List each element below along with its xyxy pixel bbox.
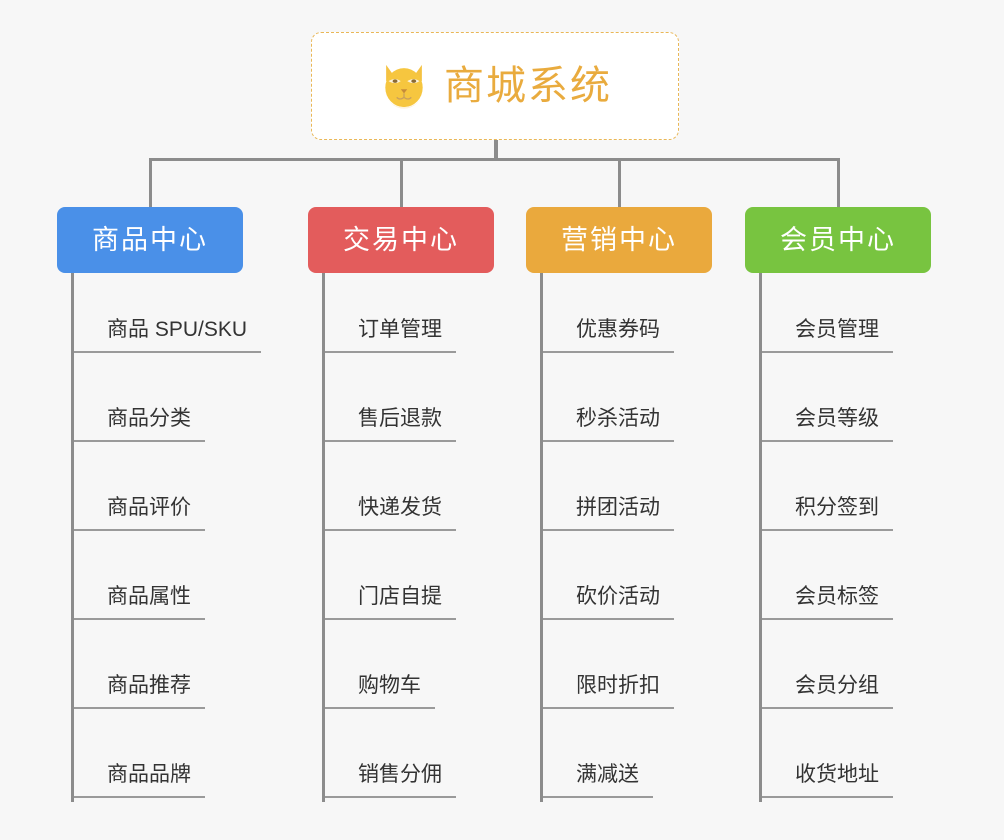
leaf-item[interactable]: 砍价活动	[543, 586, 674, 620]
leaf-item[interactable]: 快递发货	[325, 497, 456, 531]
category-label-4: 会员中心	[780, 224, 896, 255]
leaf-label: 商品分类	[74, 408, 205, 442]
connector-drop-1	[149, 158, 152, 207]
connector-drop-4	[837, 158, 840, 207]
connector-horizontal-bus	[149, 158, 840, 161]
leaf-label: 商品品牌	[74, 764, 205, 798]
leaf-item[interactable]: 会员分组	[762, 675, 893, 709]
leaf-label: 购物车	[325, 675, 435, 709]
leaf-item[interactable]: 限时折扣	[543, 675, 674, 709]
branch-spine-3	[540, 273, 543, 802]
leaf-item[interactable]: 订单管理	[325, 319, 456, 353]
leaf-item[interactable]: 售后退款	[325, 408, 456, 442]
category-label-1: 商品中心	[92, 224, 208, 255]
leaf-item[interactable]: 销售分佣	[325, 764, 456, 798]
leaf-label: 收货地址	[762, 764, 893, 798]
leaf-item[interactable]: 满减送	[543, 764, 653, 798]
leaf-label: 会员分组	[762, 675, 893, 709]
leaf-label: 门店自提	[325, 586, 456, 620]
leaf-item[interactable]: 商品分类	[74, 408, 205, 442]
leaf-label: 积分签到	[762, 497, 893, 531]
leaf-item[interactable]: 商品 SPU/SKU	[74, 319, 262, 353]
leaf-label: 限时折扣	[543, 675, 674, 709]
connector-root-stem	[494, 140, 498, 160]
leaf-item[interactable]: 商品评价	[74, 497, 205, 531]
leaf-label: 销售分佣	[325, 764, 456, 798]
leaf-item[interactable]: 积分签到	[762, 497, 893, 531]
branch-spine-1	[71, 273, 74, 802]
connector-drop-3	[618, 158, 621, 207]
leaf-label: 拼团活动	[543, 497, 674, 531]
connector-drop-2	[400, 158, 403, 207]
leaf-item[interactable]: 会员标签	[762, 586, 893, 620]
branch-spine-4	[759, 273, 762, 802]
category-box-4[interactable]: 会员中心	[745, 207, 931, 273]
leaf-item[interactable]: 购物车	[325, 675, 435, 709]
leaf-label: 会员标签	[762, 586, 893, 620]
shiba-dog-face-icon	[385, 64, 423, 109]
category-box-3[interactable]: 营销中心	[526, 207, 712, 273]
branch-spine-2	[322, 273, 325, 802]
category-box-1[interactable]: 商品中心	[57, 207, 243, 273]
root-title: 商城系统	[444, 64, 612, 108]
leaf-label: 秒杀活动	[543, 408, 674, 442]
leaf-label: 商品评价	[74, 497, 205, 531]
leaf-item[interactable]: 拼团活动	[543, 497, 674, 531]
leaf-label: 优惠券码	[543, 319, 674, 353]
category-label-3: 营销中心	[561, 224, 677, 255]
leaf-label: 商品 SPU/SKU	[74, 319, 262, 353]
leaf-item[interactable]: 会员管理	[762, 319, 893, 353]
leaf-label: 商品推荐	[74, 675, 205, 709]
category-box-2[interactable]: 交易中心	[308, 207, 494, 273]
leaf-item[interactable]: 门店自提	[325, 586, 456, 620]
leaf-label: 售后退款	[325, 408, 456, 442]
leaf-label: 快递发货	[325, 497, 456, 531]
leaf-label: 订单管理	[325, 319, 456, 353]
leaf-label: 会员等级	[762, 408, 893, 442]
leaf-item[interactable]: 商品品牌	[74, 764, 205, 798]
leaf-item[interactable]: 商品属性	[74, 586, 205, 620]
leaf-label: 商品属性	[74, 586, 205, 620]
leaf-label: 满减送	[543, 764, 653, 798]
leaf-item[interactable]: 商品推荐	[74, 675, 205, 709]
root-node[interactable]: 商城系统	[311, 32, 679, 140]
leaf-item[interactable]: 会员等级	[762, 408, 893, 442]
leaf-label: 砍价活动	[543, 586, 674, 620]
leaf-item[interactable]: 收货地址	[762, 764, 893, 798]
leaf-item[interactable]: 秒杀活动	[543, 408, 674, 442]
leaf-item[interactable]: 优惠券码	[543, 319, 674, 353]
leaf-label: 会员管理	[762, 319, 893, 353]
category-label-2: 交易中心	[343, 224, 459, 255]
